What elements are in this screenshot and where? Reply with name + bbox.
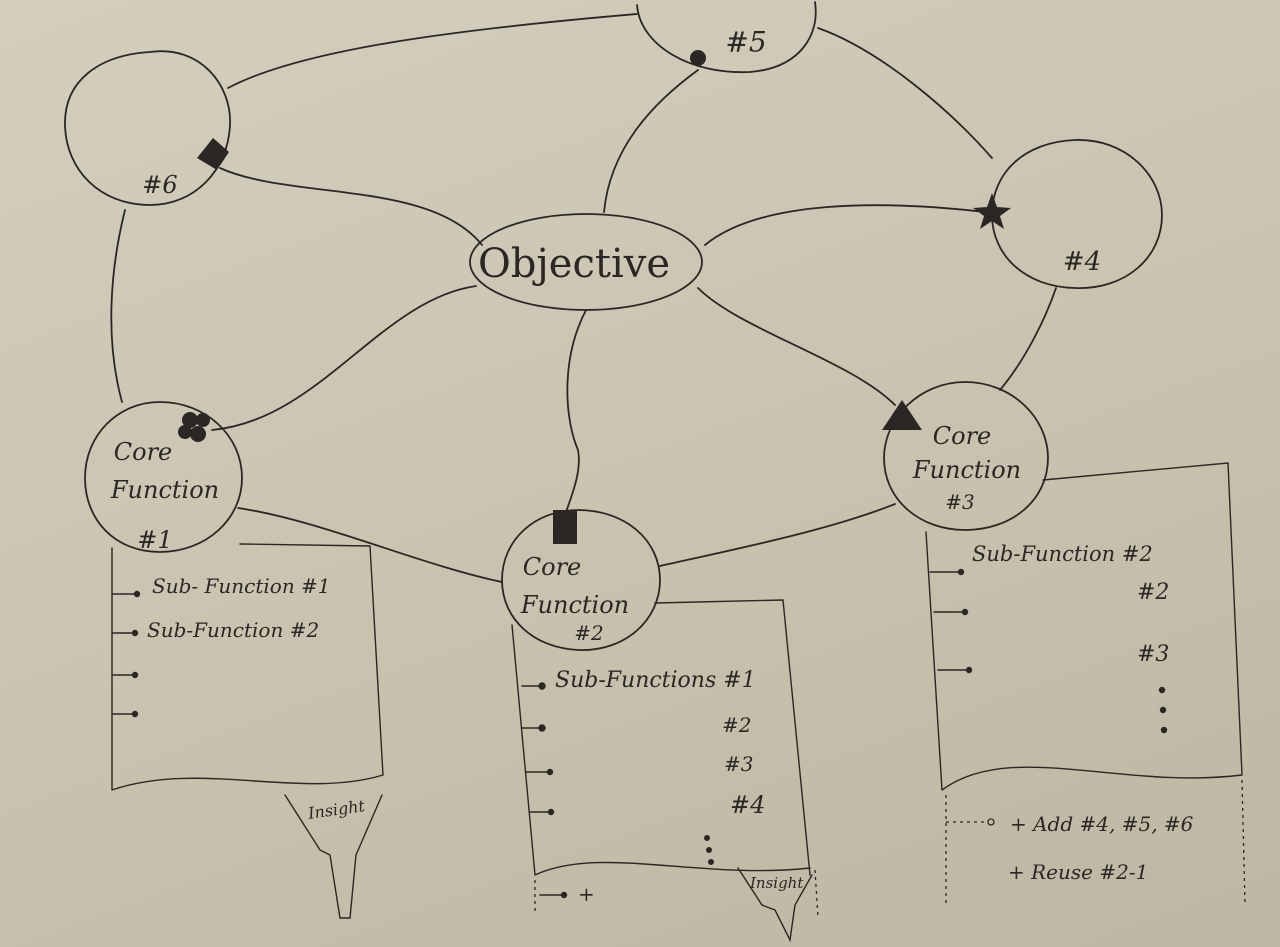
core-2-title-line1: Core (522, 553, 582, 581)
node-6-label: #6 (142, 171, 178, 199)
node-4-circle (991, 139, 1163, 289)
line-objective-to-core3 (697, 287, 896, 406)
panel-1-outline (111, 543, 384, 791)
node-5-dot-marker (690, 50, 706, 66)
node-6-circle (64, 50, 231, 206)
node-4-label: #4 (1062, 247, 1102, 277)
line-objective-to-core2 (565, 309, 587, 513)
panel-3-outline (925, 462, 1243, 791)
objective-label: Objective (477, 241, 671, 287)
panel-2-outline (511, 599, 811, 876)
panel-3-add-line: + Add #4, #5, #6 (1010, 812, 1194, 836)
panel-2-sub-header: Sub-Functions #1 (555, 668, 756, 693)
line-objective-to-4 (704, 204, 986, 246)
node-5-label: #5 (725, 25, 767, 59)
panel-2-bullets (521, 682, 715, 899)
panel-1-sub-function: Sub- Function #1 (152, 574, 331, 598)
node-6-diamond-marker (197, 138, 229, 170)
line-6-to-5 (227, 13, 638, 89)
line-4-to-core3 (999, 287, 1057, 391)
panel-3-bottom (945, 779, 1246, 906)
panel-3-bullets (929, 568, 1168, 734)
panel-2-sub-number: #2 (722, 713, 752, 737)
line-core1-to-core2 (237, 507, 503, 583)
core-3-title-line2: Function (912, 456, 1022, 484)
line-core2-to-core3 (659, 503, 896, 567)
line-objective-to-core1 (211, 285, 477, 431)
core-3-number: #3 (945, 490, 975, 514)
panel-2-bottom (534, 869, 819, 919)
panel-2-sub-number: #3 (724, 752, 754, 776)
panel-2-add-label: + (578, 882, 595, 906)
panel-3-reuse-line: + Reuse #2-1 (1008, 860, 1149, 884)
line-5-to-objective (603, 69, 699, 213)
core-1-title-line2: Function (110, 476, 220, 504)
line-6-to-core1 (110, 209, 126, 403)
panel-1-bullets (111, 590, 141, 718)
core-1-title-line1: Core (113, 438, 173, 466)
panel-2-sub-number: #4 (730, 791, 766, 819)
core-2-square-marker (553, 510, 577, 544)
core-2-title-line2: Function (520, 591, 630, 619)
core-1-cloud-marker (178, 412, 210, 442)
panel-1-sub-function: Sub-Function #2 (147, 618, 320, 642)
line-6-to-objective (219, 167, 483, 246)
panel-3-sub-number: #2 (1137, 580, 1170, 605)
panel-2-insight-tab (737, 867, 813, 943)
panel-1-insight-tab (284, 794, 383, 919)
core-1-circle (84, 401, 243, 553)
core-2-number: #2 (574, 621, 604, 645)
core-2-circle (501, 509, 661, 651)
core-3-triangle-marker (882, 400, 922, 430)
core-3-title-line1: Core (932, 422, 992, 450)
panel-3-sub-header: Sub-Function #2 (972, 542, 1153, 566)
core-1-number: #1 (137, 526, 173, 554)
node-5-circle (636, 1, 817, 74)
node-4-star-marker (973, 193, 1011, 229)
panel-3-sub-number: #3 (1137, 642, 1170, 667)
line-5-to-4 (817, 27, 993, 159)
panel-2-insight-label: Insight (750, 874, 804, 892)
